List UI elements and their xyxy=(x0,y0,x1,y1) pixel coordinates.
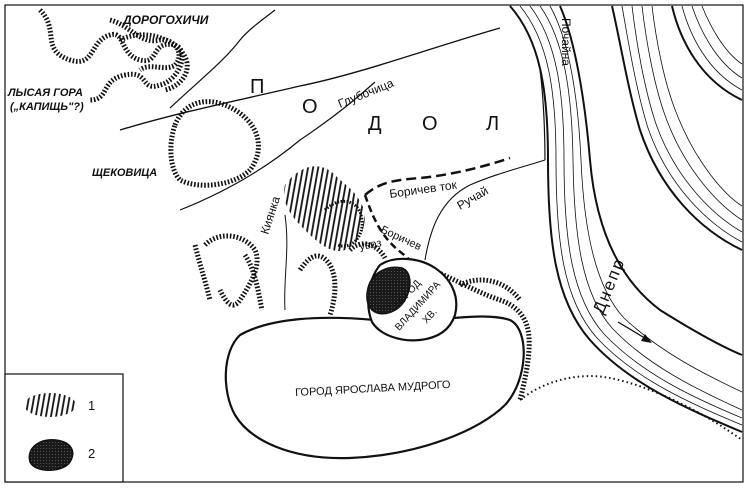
podol-letter-5: Л xyxy=(486,113,499,135)
legend-hatched-symbol xyxy=(24,393,76,417)
label-podol: П О Д О Л xyxy=(250,76,499,135)
podol-letter-2: О xyxy=(302,96,318,118)
borichev-uvoz-path xyxy=(363,194,419,269)
ridge-below-kiyanka xyxy=(297,253,338,316)
kiselevka-hill xyxy=(203,233,260,308)
label-pochaina: Почайна xyxy=(559,18,573,66)
upper-city-edge xyxy=(414,262,532,401)
podol-letter-3: Д xyxy=(368,113,382,135)
small-stream-1 xyxy=(284,214,288,311)
glubochitsa-stream xyxy=(119,27,501,131)
dotted-edge xyxy=(519,375,743,441)
label-kapishche: („КАПИЩЬ"?) xyxy=(10,101,84,113)
legend-dark-symbol xyxy=(28,439,74,471)
dnepr-river xyxy=(509,5,743,433)
river-flow-arrow xyxy=(617,321,652,343)
western-ridge xyxy=(192,244,213,301)
legend-item-1-key: 1 xyxy=(88,398,95,413)
borichev-tok-path xyxy=(364,156,511,196)
label-lysaya-gora: ЛЫСАЯ ГОРА xyxy=(7,87,83,99)
hatched-settlement-area xyxy=(284,166,365,251)
label-shchekovitsa: ЩЕКОВИЦА xyxy=(92,167,157,179)
legend-item-2-key: 2 xyxy=(88,446,95,461)
label-borichev-uvoz-2: увоз xyxy=(358,237,382,253)
dorogozhichi-hill xyxy=(38,8,185,103)
dark-citadel-area xyxy=(366,266,411,315)
small-hill-west xyxy=(242,253,265,311)
podol-letter-1: П xyxy=(250,76,264,98)
ruchai-stream xyxy=(424,159,546,261)
dnepr-river-inner-lines xyxy=(519,5,743,426)
legend: 1 2 xyxy=(4,373,124,483)
label-dorogozhichi: ДОРОГОХИЧИ xyxy=(122,13,209,27)
pochaina-river xyxy=(539,69,546,161)
lysaya-gora-hill xyxy=(118,32,190,93)
dorogozhichi-hill-inner xyxy=(109,17,182,73)
podol-letter-4: О xyxy=(422,113,438,135)
upper-stream xyxy=(169,9,276,109)
mid-ridge xyxy=(348,241,388,260)
kiyanka-stream xyxy=(179,81,376,211)
